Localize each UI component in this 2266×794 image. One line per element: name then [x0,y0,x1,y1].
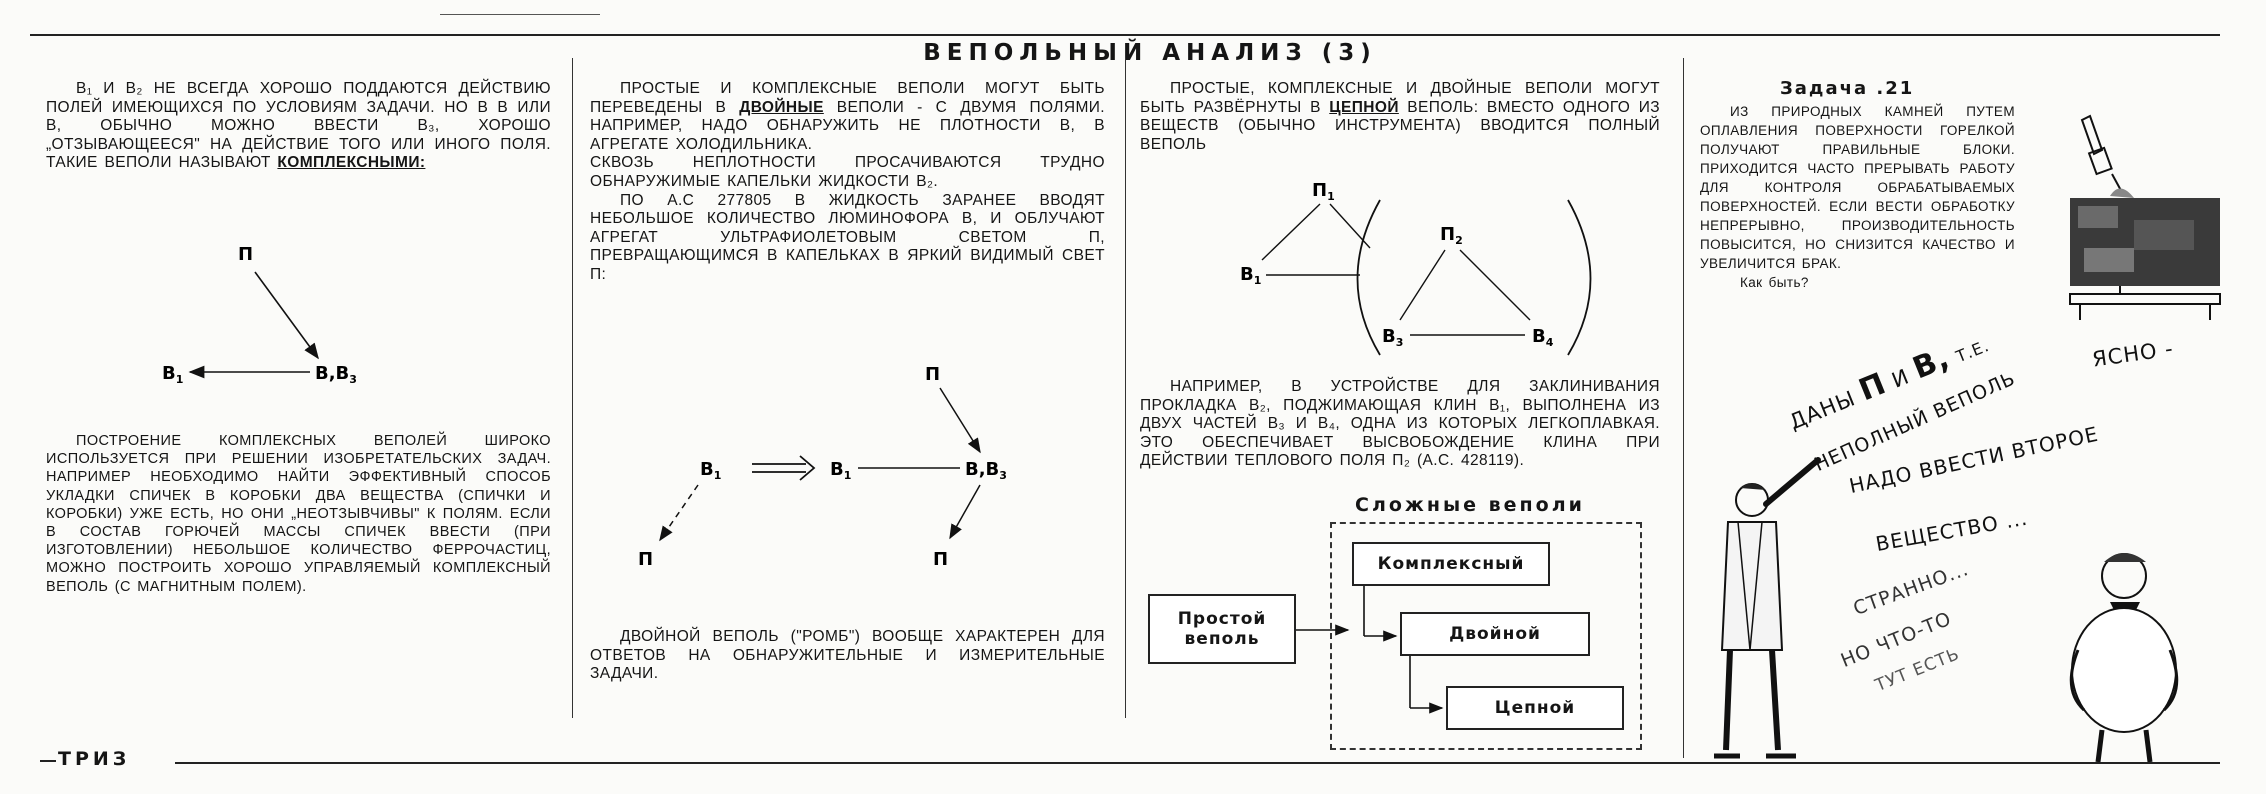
col1-intro: B₁ и B₂ не всегда хорошо поддаются дейст… [46,80,551,173]
complex-vepols-frame [1330,522,1642,750]
col2-mid-b: В1 [830,459,851,482]
top-rule [30,34,2220,36]
col2-term-double: двойные [739,98,824,116]
col3-edge-p2-b3 [1399,249,1446,321]
col1-intro-text: ₁ и B₂ не всегда хорошо поддаются действ… [46,80,551,172]
col2-dashed-arrow [659,484,699,542]
column-divider-2 [1125,58,1126,718]
col3-node-b3: В3 [1382,326,1403,349]
page-title: ВЕПОЛЬНЫЙ АНАЛИЗ (3) [923,40,1377,66]
complex-vepols-title: Сложные веполи [1355,494,1585,516]
col2-intro-lead: Простые и комплексные веполи могут быть … [590,80,1105,116]
col1-complex-diagram: П В1 В,В3 [162,244,357,386]
col3-node-b4: В4 [1532,326,1554,349]
col2-bottom-p: П [933,549,948,570]
stone-block-icon [2070,188,2220,286]
box-complex: Комплексный [1352,542,1550,586]
top-rule-short [440,14,600,15]
col3-node-p2: П2 [1440,224,1463,247]
box-double: Двойной [1400,612,1590,656]
col3-left-paren [1356,199,1381,356]
col1-intro-lead: B [76,80,87,97]
task-text: Из природных камней путем оплавления пов… [1700,104,2015,290]
col1-node-b: В1 [162,363,183,386]
lecturer-figure-icon [1714,457,1821,759]
col3-node-b1: В1 [1240,264,1261,287]
footer-label: ТРИЗ [58,748,131,770]
col2-arrow-top [939,387,981,454]
task-title: Задача .21 [1780,78,1915,99]
implies-arrow [752,455,816,481]
col2-arrow-bottom [949,484,981,540]
column-divider-3 [1683,58,1684,758]
col2-double-diagram: В1 П В1 В,В3 П П [638,364,1007,570]
stand-icon [2069,286,2221,320]
col3-example: Например, в устройстве для заклинивания … [1140,378,1660,470]
speech-substance: вещество ... [1873,505,2030,556]
burner-stone-illustration [2069,114,2221,320]
speech-strange: Странно... [1850,557,1972,620]
col2-intro-rest: веполи - с двумя полями. Например, надо … [590,98,1106,153]
task-question: Как быть? [1740,275,1809,290]
col2-left-b: В1 [700,459,721,482]
speech-p: П [1854,366,1892,409]
col1-node-bb: В,В3 [315,363,357,386]
footer-dash [40,760,56,762]
column-divider-1 [572,58,573,718]
col2-left-p: П [638,549,653,570]
speech-clear: Ясно - [2090,336,2176,372]
col3-chain-diagram: П1 В1 П2 В3 В4 [1240,180,1592,356]
col2-intro: Простые и комплексные веполи могут быть … [590,80,1105,285]
col2-para-patent: По а.с 277805 в жидкость заранее вводят … [590,191,1105,283]
col3-edge-p1-b1 [1261,203,1321,261]
col3-term-chain: цепной [1329,98,1399,116]
col3-intro-lead: Простые, комплексные и двойные веполи мо… [1140,80,1660,116]
box-chain: Цепной [1446,686,1624,730]
col1-body: Построение комплексных веполей широко ис… [46,433,551,595]
col2-right-bb: В,В3 [965,459,1007,482]
complex-vepols-connectors [1296,586,1444,714]
burner-icon [2080,114,2125,197]
col3-right-paren [1567,199,1592,356]
col1-term-complex: комплексными: [277,154,426,172]
speech-b: В, [1908,340,1955,387]
box-simple-vepol: Простой веполь [1148,594,1296,664]
col3-intro-rest: веполь: вместо одного из веществ (обычно… [1140,98,1660,153]
col3-intro: Простые, комплексные и двойные веполи мо… [1140,80,1660,154]
col2-top-p: П [925,364,940,385]
col1-node-p: П [238,244,253,265]
col3-edge-p2-b4 [1459,249,1531,321]
col3-node-p1: П1 [1312,180,1335,203]
col3-edge-p1-group [1329,203,1371,249]
col2-para-leak: Сквозь неплотности просачиваются трудно … [590,154,1105,190]
bottom-rule [175,762,2220,764]
col1-arrow-p-to-bb [254,271,319,360]
listener-figure-icon [2069,553,2179,763]
col2-outro: Двойной веполь ("ромб") вообще характере… [590,628,1105,683]
